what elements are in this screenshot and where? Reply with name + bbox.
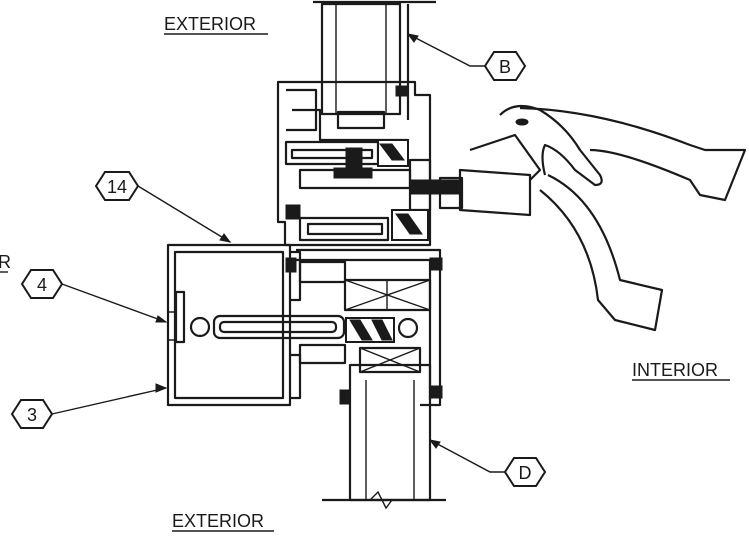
callout-4: 4 (20, 269, 64, 299)
callout-3: 3 (10, 399, 54, 429)
svg-text:4: 4 (37, 275, 47, 295)
svg-text:EXTERIOR: EXTERIOR (164, 14, 256, 34)
svg-text:D: D (519, 463, 532, 483)
lower-glazing-unit (322, 363, 446, 510)
svg-text:3: 3 (27, 405, 37, 425)
exterior-label-bottom: EXTERIOR (172, 511, 274, 532)
mullion-frame-profile (166, 243, 443, 407)
svg-text:EXTERIOR: EXTERIOR (172, 511, 264, 531)
svg-text:14: 14 (107, 177, 127, 197)
callout-d: D (503, 457, 547, 487)
callout-14: 14 (94, 171, 140, 201)
upper-glazing-unit (313, 0, 436, 130)
window-handle (438, 104, 747, 332)
svg-text:INTERIOR: INTERIOR (632, 360, 718, 380)
svg-text:R: R (0, 252, 11, 272)
callout-b: B (483, 51, 527, 81)
exterior-label-top: EXTERIOR (164, 14, 268, 35)
interior-label: INTERIOR (632, 360, 730, 381)
svg-text:B: B (499, 57, 511, 77)
upper-frame-profile (276, 80, 461, 247)
left-edge-label-fragment: R (0, 252, 11, 273)
leader-lines (51, 33, 505, 473)
